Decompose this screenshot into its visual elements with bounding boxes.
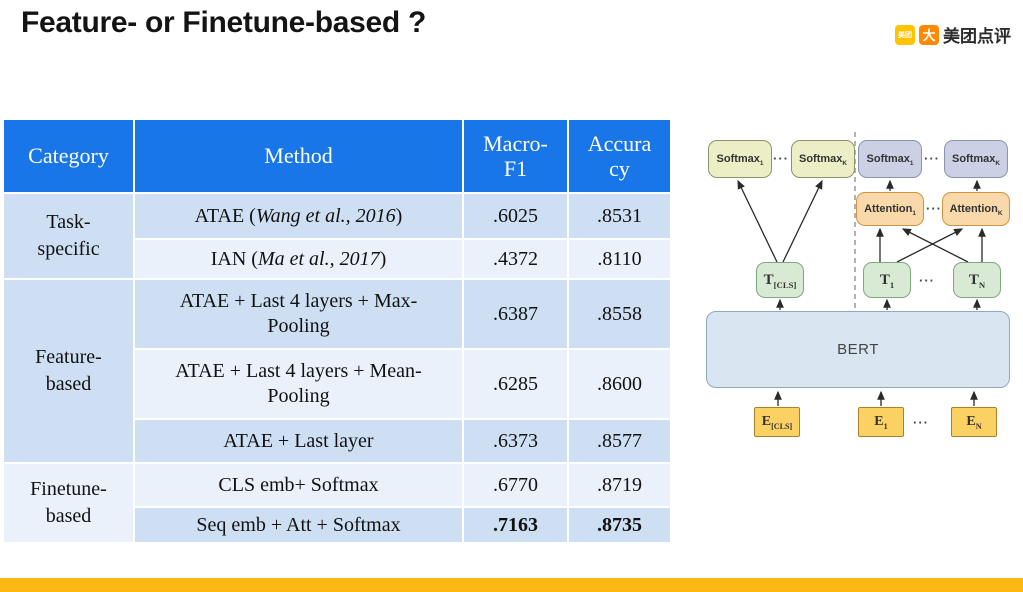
macro-f1-value: .4372 (462, 238, 569, 280)
method-text: ATAE + Last 4 layers + Mean-Pooling (175, 360, 422, 407)
col-header-method: Method (133, 118, 464, 194)
col-header-category: Category (2, 118, 135, 194)
table-row: Task-specific ATAE (Wang et al., 2016) .… (2, 192, 672, 280)
accuracy-value: .8719 (567, 462, 672, 508)
method-text: ATAE ( (194, 204, 256, 227)
method-cell: Seq emb + Att + Softmax (133, 506, 464, 544)
method-text: ATAE + Last layer (223, 429, 374, 452)
table-row: IAN (Ma et al., 2017) .4372 .8110 (3, 238, 672, 280)
e-1-box: E1 (858, 407, 904, 437)
accuracy-value: .8600 (567, 348, 672, 420)
method-cell: ATAE + Last 4 layers + Mean-Pooling (133, 348, 464, 420)
table-row: Feature-based ATAE + Last 4 layers + Max… (2, 278, 672, 464)
method-cell: IAN (Ma et al., 2017) (133, 238, 464, 280)
attention-k-box: AttentionK (942, 192, 1010, 226)
macro-f1-value: .6373 (462, 418, 569, 464)
category-cell-finetune-based: Finetune-based (2, 462, 135, 544)
col-header-macro-f1: Macro-F1 (462, 118, 569, 194)
method-text: Seq emb + Att + Softmax (196, 513, 401, 536)
ellipsis: ··· (773, 151, 789, 166)
method-cell: ATAE + Last 4 layers + Max-Pooling (133, 278, 464, 350)
bert-box: BERT (706, 311, 1010, 388)
header-label: Category (28, 143, 109, 169)
method-text: IAN ( (210, 247, 258, 270)
results-table: Category Method Macro-F1 Accuracy Task-s… (2, 118, 672, 544)
header-label: Macro-F1 (483, 130, 548, 181)
method-citation: Wang et al., 2016 (255, 204, 396, 227)
ellipsis: ··· (919, 273, 935, 288)
category-cell-task-specific: Task-specific (2, 192, 135, 280)
ellipsis: ··· (924, 151, 940, 166)
e-n-box: EN (951, 407, 997, 437)
macro-f1-value: .6770 (462, 462, 569, 508)
col-header-accuracy: Accuracy (567, 118, 672, 194)
method-cell: ATAE + Last layer (133, 418, 464, 464)
ellipsis: ··· (913, 415, 929, 430)
method-text: CLS emb+ Softmax (218, 473, 379, 496)
method-text: ATAE + Last 4 layers + Max-Pooling (179, 290, 418, 337)
softmax-k-box-left: SoftmaxK (791, 140, 855, 178)
table-row: Seq emb + Att + Softmax .7163 .8735 (3, 506, 672, 544)
ellipsis: ··· (926, 201, 942, 216)
t-n-box: TN (953, 262, 1001, 298)
softmax-1-box-right: Softmax1 (858, 140, 922, 178)
macro-f1-value: .6025 (462, 192, 569, 240)
method-citation: Ma et al., 2017 (257, 247, 380, 270)
e-cls-box: E[CLS] (754, 407, 800, 437)
category-label: Finetune-based (30, 478, 107, 527)
slide-title: Feature- or Finetune-based ? (21, 6, 426, 39)
t-1-box: T1 (863, 262, 911, 298)
dianping-person-icon: 大 (919, 24, 939, 45)
category-cell-feature-based: Feature-based (2, 278, 135, 464)
accuracy-value: .8531 (567, 192, 672, 240)
accuracy-value-best: .8735 (567, 506, 672, 544)
macro-f1-value: .6387 (462, 278, 569, 350)
softmax-1-box-left: Softmax1 (708, 140, 772, 178)
softmax-k-box-right: SoftmaxK (944, 140, 1008, 178)
header-label: Method (264, 143, 333, 169)
header-label: Accuracy (587, 130, 652, 181)
macro-f1-value-best: .7163 (462, 506, 569, 544)
brand-text: 美团点评 (943, 27, 1011, 46)
method-text: ) (379, 247, 387, 270)
accuracy-value: .8110 (567, 238, 672, 280)
method-cell: ATAE (Wang et al., 2016) (133, 192, 464, 240)
attention-1-box: Attention1 (856, 192, 924, 226)
meituan-dianping-logo: 美团 大 美团点评 (895, 22, 1011, 47)
category-label: Task-specific (37, 211, 100, 260)
macro-f1-value: .6285 (462, 348, 569, 420)
category-label: Feature-based (35, 346, 102, 395)
accuracy-value: .8558 (567, 278, 672, 350)
t-cls-box: T[CLS] (756, 262, 804, 298)
accuracy-value: .8577 (567, 418, 672, 464)
method-cell: CLS emb+ Softmax (133, 462, 464, 508)
table-header-row: Category Method Macro-F1 Accuracy (2, 118, 672, 194)
table-row: Finetune-based CLS emb+ Softmax .6770 .8… (2, 462, 672, 544)
method-text: ) (395, 204, 403, 227)
meituan-badge-icon: 美团 (895, 24, 915, 45)
footer-accent-bar (0, 578, 1023, 592)
